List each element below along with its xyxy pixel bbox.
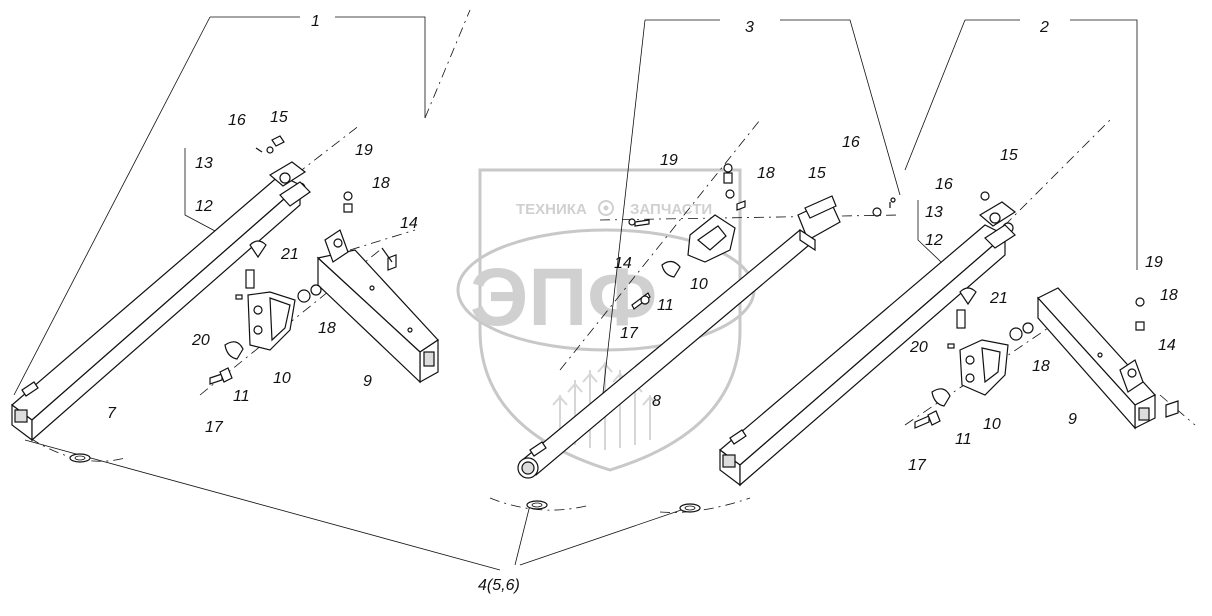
- right-label-11: 11: [955, 431, 972, 448]
- watermark-text-left: ТЕХНИКА: [516, 201, 587, 218]
- left-label-16: 16: [228, 112, 246, 129]
- right-label-9: 9: [1068, 411, 1077, 428]
- small-parts-middle: [628, 163, 896, 310]
- callout-labels: 1 3 2 4(5,6) 7 9 10 11 12 13 14 15 16 17…: [107, 13, 1178, 594]
- left-label-20: 20: [191, 332, 210, 349]
- mid-label-16: 16: [842, 134, 860, 151]
- left-label-19: 19: [355, 142, 373, 159]
- right-assembly: [719, 191, 1179, 487]
- mid-label-18: 18: [757, 165, 775, 182]
- mid-label-14: 14: [614, 255, 632, 272]
- extra-labels: 16 15: [935, 147, 1018, 193]
- small-parts-left: [209, 135, 397, 385]
- right-label-17: 17: [908, 457, 927, 474]
- right-label-12: 12: [925, 232, 943, 249]
- left-label-13: 13: [195, 155, 213, 172]
- callout-4: 4(5,6): [478, 577, 520, 594]
- beam-8: [517, 195, 841, 479]
- left-label-18b: 18: [318, 320, 336, 337]
- mid-label-19: 19: [660, 152, 678, 169]
- watermark: ТЕХНИКА ЗАПЧАСТИ ЭПФ: [456, 168, 756, 472]
- watermark-logo: ЭПФ: [470, 252, 657, 343]
- right-label-10: 10: [983, 416, 1001, 433]
- mid-label-17: 17: [620, 325, 639, 342]
- left-label-12: 12: [195, 198, 213, 215]
- right-label-16: 16: [935, 176, 953, 193]
- right-label-18a: 18: [1160, 287, 1178, 304]
- beam-7: [11, 161, 311, 442]
- mid-label-11: 11: [657, 297, 674, 314]
- beam-9: [316, 229, 439, 384]
- left-assembly: [11, 135, 439, 463]
- washer-mid: [526, 500, 548, 510]
- left-label-18a: 18: [372, 175, 390, 192]
- left-label-7: 7: [107, 405, 117, 422]
- beam-7-right: [719, 201, 1017, 487]
- right-label-15: 15: [1000, 147, 1018, 164]
- mid-label-15: 15: [808, 165, 826, 182]
- hook-10: [247, 291, 296, 351]
- left-label-14: 14: [400, 215, 418, 232]
- watermark-shield: [478, 168, 742, 472]
- mid-label-13: 13: [925, 204, 943, 221]
- right-label-14: 14: [1158, 337, 1176, 354]
- small-parts-right: [914, 191, 1179, 429]
- pin-mid: [529, 441, 547, 457]
- callout-1: 1: [311, 13, 320, 30]
- watermark-text-right: ЗАПЧАСТИ: [630, 201, 712, 218]
- pin-right: [729, 429, 747, 445]
- mid-label-8: 8: [652, 393, 661, 410]
- left-label-11: 11: [233, 388, 250, 405]
- right-label-20: 20: [909, 339, 928, 356]
- gear-icon: [598, 200, 614, 216]
- hook-10-mid: [687, 214, 736, 263]
- left-label-21: 21: [280, 246, 299, 263]
- right-label-18b: 18: [1032, 358, 1050, 375]
- beam-9-right: [1037, 287, 1156, 430]
- left-label-15: 15: [270, 109, 288, 126]
- hook-10-right: [959, 339, 1009, 396]
- left-label-9: 9: [363, 373, 372, 390]
- washer-mid-2: [679, 503, 701, 513]
- pin-left: [21, 381, 39, 397]
- washer-left: [69, 453, 91, 463]
- middle-assembly: [517, 163, 896, 513]
- left-label-17: 17: [205, 419, 224, 436]
- right-label-21: 21: [989, 290, 1008, 307]
- left-label-10: 10: [273, 370, 291, 387]
- right-label-19: 19: [1145, 254, 1163, 271]
- callout-3: 3: [745, 19, 754, 36]
- mid-label-10: 10: [690, 276, 708, 293]
- callout-2: 2: [1039, 19, 1049, 36]
